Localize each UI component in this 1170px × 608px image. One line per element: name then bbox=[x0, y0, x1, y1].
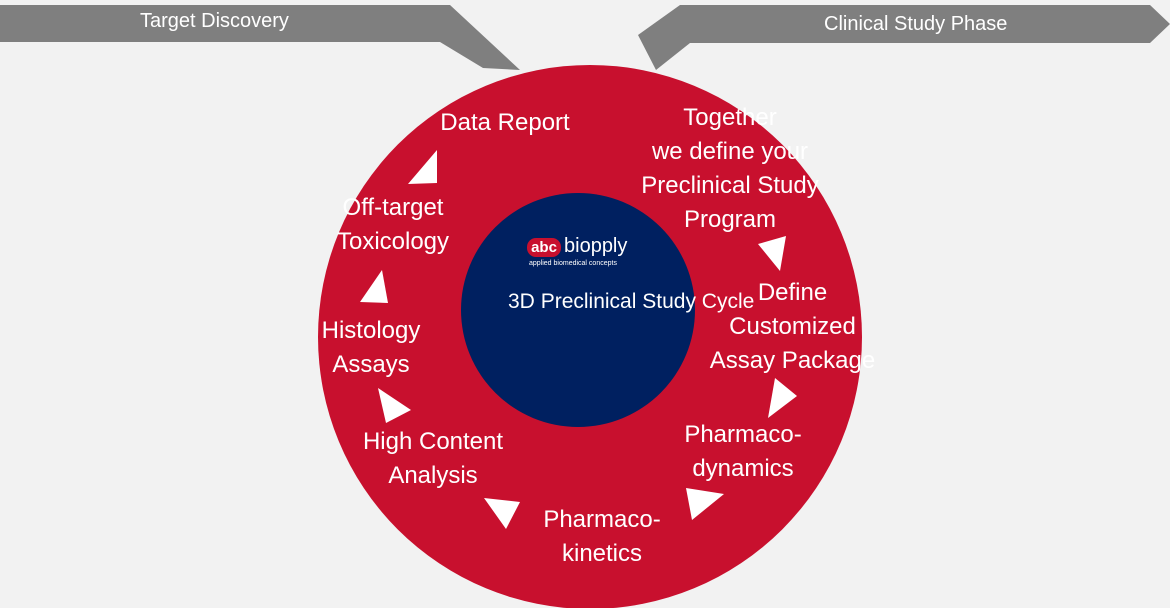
clinical-study-phase-label: Clinical Study Phase bbox=[824, 13, 1008, 35]
step-line: Define bbox=[757, 279, 828, 306]
step-line: Assay Package bbox=[709, 347, 876, 374]
target-discovery-label: Target Discovery bbox=[140, 10, 289, 32]
center-line: Preclinical bbox=[540, 290, 637, 313]
target-discovery-arrow bbox=[0, 5, 520, 70]
step-line: Pharmaco- bbox=[684, 421, 802, 448]
step-line: Assays bbox=[332, 351, 410, 378]
step-data-report: Data Report bbox=[415, 106, 595, 140]
step-line: Toxicology bbox=[336, 228, 450, 255]
cycle-arrow-3 bbox=[686, 488, 724, 520]
step-histology-assays: Histology Assays bbox=[296, 314, 446, 382]
step-line: Data Report bbox=[440, 109, 570, 136]
step-pharmacokinetics: Pharmaco- kinetics bbox=[517, 503, 687, 571]
step-line: we define your bbox=[651, 138, 809, 165]
abc-logo-mark: abc bbox=[527, 238, 561, 257]
step-line: High Content bbox=[362, 428, 504, 455]
step-off-target-toxicology: Off-target Toxicology bbox=[318, 191, 468, 259]
clinical-study-phase-arrow bbox=[638, 5, 1170, 70]
biopply-logo: abc biopply applied biomedical concepts bbox=[527, 235, 647, 276]
inner-cycle-circle bbox=[461, 193, 695, 427]
cycle-arrow-4 bbox=[484, 498, 520, 529]
step-line: Together bbox=[683, 104, 777, 131]
cycle-arrow-2 bbox=[768, 378, 797, 418]
step-line: Program bbox=[683, 206, 777, 233]
step-line: Preclinical Study bbox=[641, 172, 819, 199]
step-line: dynamics bbox=[692, 455, 794, 482]
center-title: 3D Preclinical Study Cycle bbox=[508, 286, 754, 317]
step-line: Analysis bbox=[388, 462, 478, 489]
step-line: kinetics bbox=[561, 540, 643, 567]
cycle-arrow-5 bbox=[378, 388, 411, 423]
logo-tagline: applied biomedical concepts bbox=[529, 260, 617, 267]
center-line: 3D bbox=[508, 290, 535, 313]
step-together-define: Together we define your Preclinical Stud… bbox=[620, 101, 840, 237]
center-line: Study Cycle bbox=[642, 290, 755, 313]
step-define-assay-package: Define Customized Assay Package bbox=[700, 276, 885, 378]
logo-wordmark: biopply bbox=[564, 235, 628, 257]
step-line: Histology bbox=[321, 317, 421, 344]
step-high-content-analysis: High Content Analysis bbox=[338, 425, 528, 493]
cycle-arrow-1 bbox=[758, 236, 786, 271]
step-line: Pharmaco- bbox=[543, 506, 661, 533]
step-line: Off-target bbox=[342, 194, 444, 221]
step-pharmacodynamics: Pharmaco- dynamics bbox=[658, 418, 828, 486]
cycle-arrow-6 bbox=[360, 270, 388, 303]
cycle-arrow-7 bbox=[408, 150, 437, 184]
step-line: Customized bbox=[729, 313, 856, 340]
